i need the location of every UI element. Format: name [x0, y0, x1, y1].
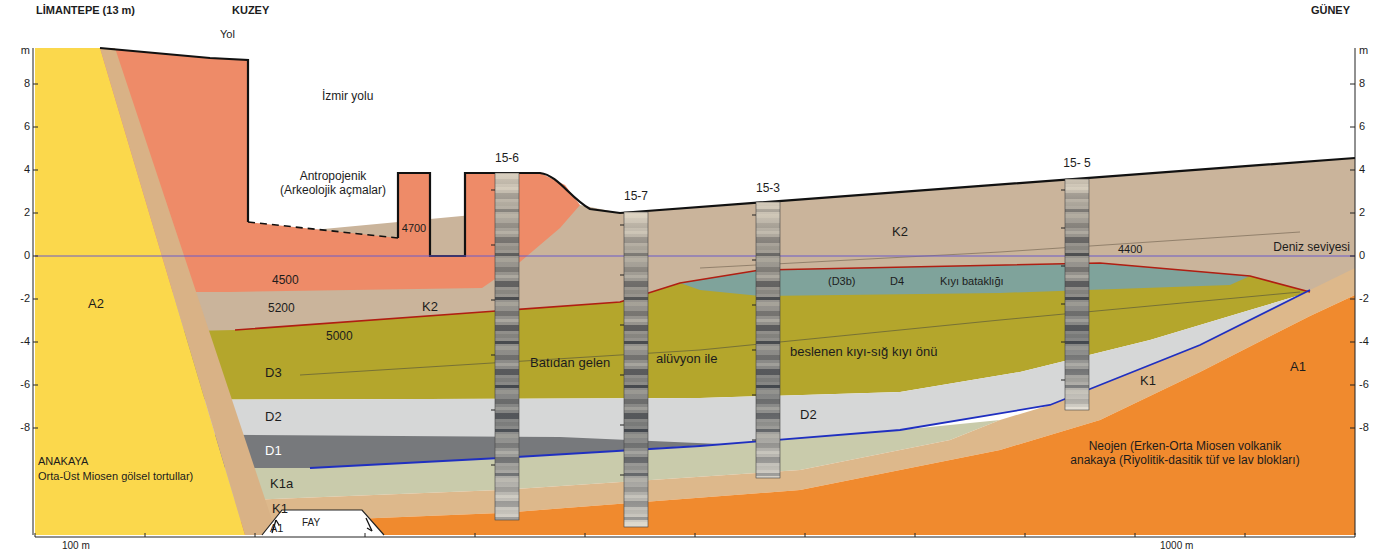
- section-label: 100 m: [62, 540, 90, 552]
- section-label: 15-7: [624, 190, 648, 204]
- layer-label: K2: [892, 225, 908, 240]
- layer-label: alüvyon ile: [656, 352, 717, 367]
- section-label: 4400: [1118, 243, 1142, 256]
- section-label: KUZEY: [232, 4, 269, 17]
- layer-label: Neojen (Erken-Orta Miosen volkanik anaka…: [1065, 440, 1305, 468]
- layer-label: D2: [265, 410, 282, 425]
- section-label: 0: [24, 249, 30, 262]
- section-label: 4700: [402, 222, 426, 235]
- layer-label: Kıyı bataklığı: [940, 275, 1004, 288]
- layer-label: Antropojenik (Arkeolojik açmalar): [272, 170, 394, 198]
- section-label: 2: [24, 206, 30, 219]
- layer-label: D4: [890, 275, 904, 288]
- section-label: 6: [1359, 120, 1365, 133]
- layer-label: K1a: [270, 477, 293, 492]
- section-label: FAY: [302, 517, 320, 529]
- layer-label: K2: [422, 300, 438, 315]
- section-label: -6: [1359, 378, 1369, 391]
- k1-top-line: [310, 290, 1310, 468]
- a2-bedrock: [35, 48, 245, 535]
- layer-label: ANAKAYA: [38, 455, 88, 468]
- section-label: LİMANTEPE (13 m): [36, 4, 135, 17]
- section-label: -6: [20, 378, 30, 391]
- fault-notch: [262, 510, 384, 535]
- bedding-line: [700, 232, 1300, 268]
- layer-label: K1: [272, 502, 288, 517]
- bedding-line: [300, 292, 1300, 375]
- section-label: 15-6: [495, 152, 519, 166]
- fault-arrow: [276, 520, 279, 525]
- layer-label: A2: [88, 297, 104, 312]
- ground-line: [398, 158, 1355, 256]
- section-label: -2: [1359, 292, 1369, 305]
- section-label: 8: [1359, 77, 1365, 90]
- section-label: 15-3: [756, 182, 780, 196]
- section-label: 5000: [326, 330, 353, 344]
- layer-label: A1: [270, 522, 283, 535]
- excavation-dash: [248, 222, 398, 238]
- layer-label: Orta-Üst Miosen gölsel tortullar): [38, 470, 193, 483]
- section-label: 6: [24, 120, 30, 133]
- layer-label: (D3b): [828, 275, 856, 288]
- section-label: 15- 5: [1063, 157, 1090, 171]
- layer-label: D3: [265, 366, 282, 381]
- layer-label: Batıdan gelen: [530, 356, 610, 371]
- a1-bedrock: [100, 295, 1355, 535]
- fault-arrow: [366, 518, 372, 531]
- layer-label: beslenen kıyı-sığ kıyı önü: [790, 345, 937, 360]
- fault-arrow: [367, 528, 372, 531]
- section-label: 0: [1359, 249, 1365, 262]
- section-label: -8: [1359, 421, 1369, 434]
- right-axis: [1355, 48, 1356, 535]
- layer-label: D2: [800, 408, 817, 423]
- section-label: -4: [20, 335, 30, 348]
- core-logs: [495, 173, 1089, 527]
- fault-arrow: [272, 520, 276, 533]
- section-label: GÜNEY: [1311, 4, 1350, 17]
- sea-level: [35, 256, 1355, 257]
- layer-label: A1: [1290, 360, 1306, 375]
- section-label: 8: [24, 77, 30, 90]
- fault-notch-line: [262, 510, 384, 535]
- layer-label: K1: [1140, 374, 1156, 389]
- layer-label: D1: [265, 444, 282, 459]
- fault-zone: [100, 48, 282, 535]
- section-label: 2: [1359, 206, 1365, 219]
- section-label: m: [21, 44, 30, 57]
- section-label: 5200: [268, 302, 295, 316]
- left-axis: [33, 48, 34, 535]
- section-label: -8: [20, 421, 30, 434]
- axis-ticks: [33, 84, 1355, 537]
- section-label: 1000 m: [1160, 540, 1193, 552]
- section-label: 4: [24, 163, 30, 176]
- section-label: 4500: [272, 274, 299, 288]
- section-label: -4: [1359, 335, 1369, 348]
- ground-line: [100, 48, 248, 222]
- section-label: -2: [20, 292, 30, 305]
- section-label: Yol: [220, 28, 235, 41]
- section-label: Deniz seviyesi: [1273, 241, 1350, 255]
- section-label: m: [1359, 44, 1368, 57]
- section-label: İzmir yolu: [322, 90, 373, 104]
- section-label: 4: [1359, 163, 1365, 176]
